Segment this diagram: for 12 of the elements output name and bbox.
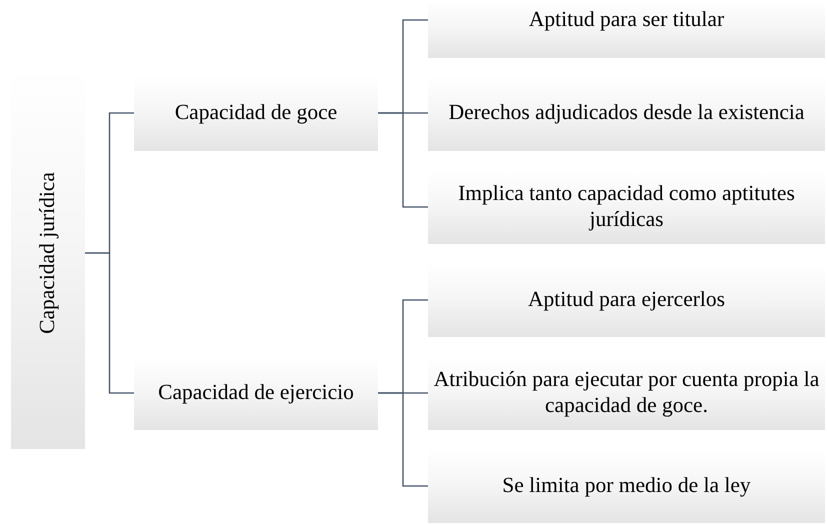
box-label: Aptitud para ser titular <box>528 7 724 33</box>
box-label: Implica tanto capacidad como aptitutes jurídicas <box>457 181 796 233</box>
box-label: Atribución para ejecutar por cuenta propia la capacidad de goce. <box>432 367 820 419</box>
connector-line <box>378 392 428 487</box>
box-label: Capacidad de ejercicio <box>158 380 354 406</box>
root-label: Capacidad jurídica <box>35 172 60 334</box>
box-label: Capacidad de goce <box>174 100 338 126</box>
box-label: Derechos adjudicados desde la existencia <box>448 100 804 126</box>
connector-line <box>85 252 134 394</box>
connector-line <box>378 112 428 208</box>
box-label: Aptitud para ejercerlos <box>528 287 725 313</box>
box-label: Se limita por medio de la ley <box>502 473 751 499</box>
